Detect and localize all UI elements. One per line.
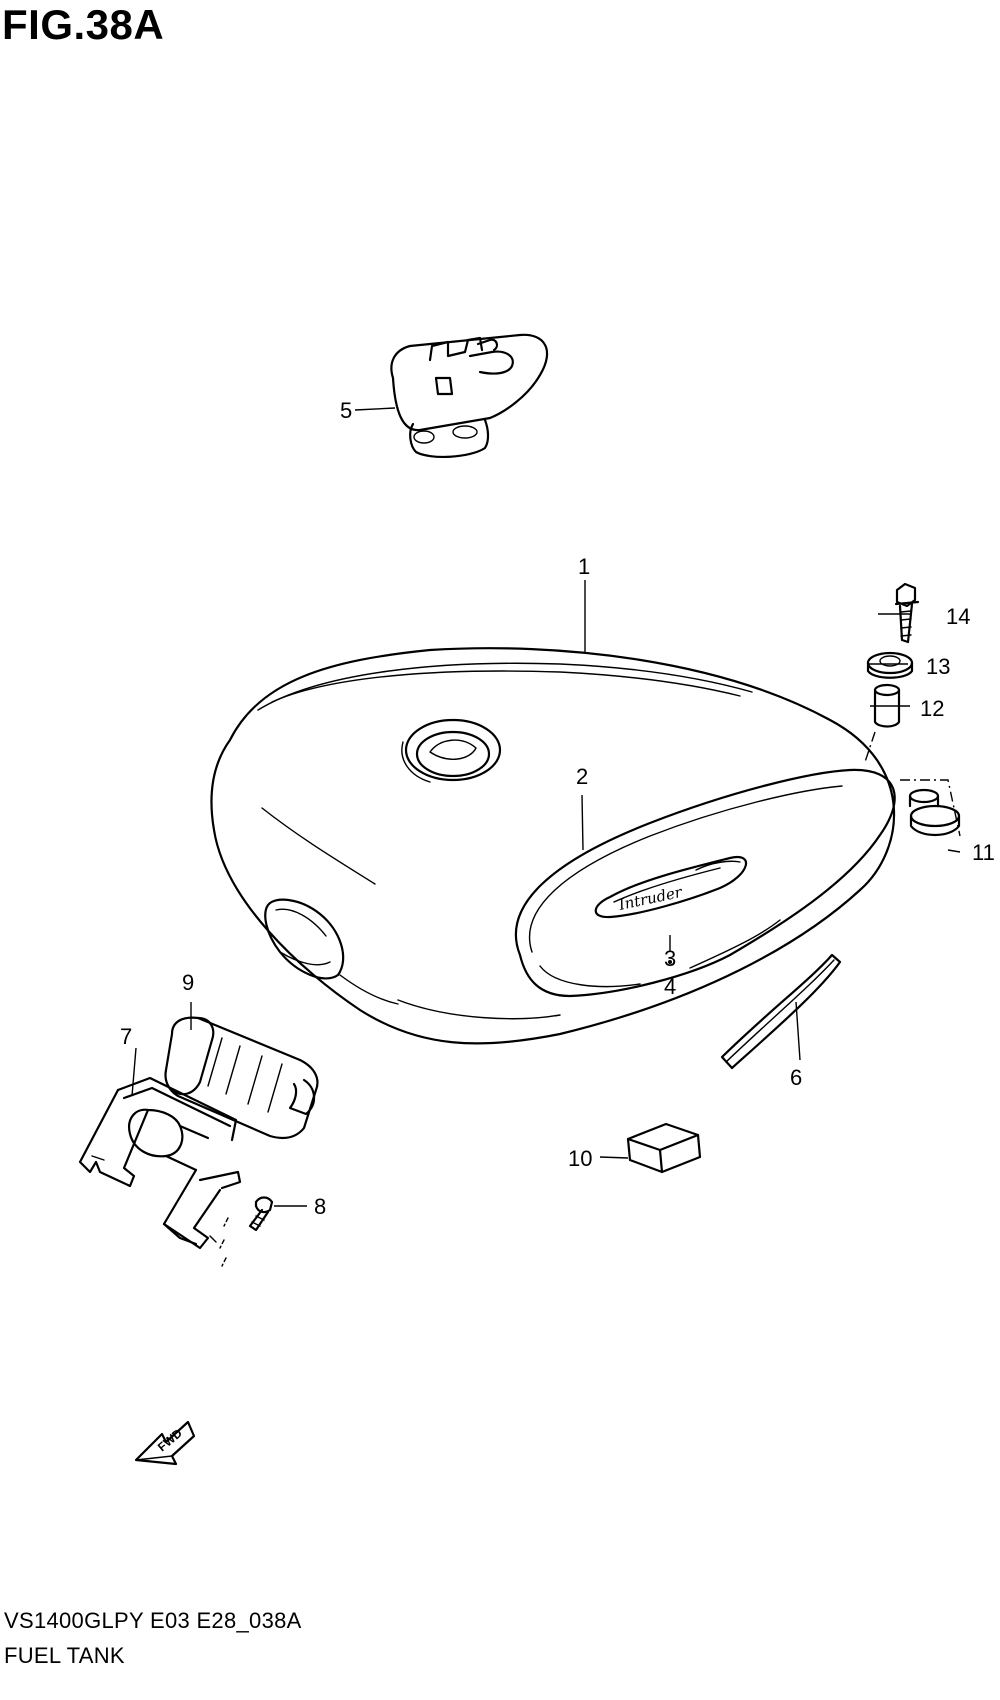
- part-2-side-panel: [514, 768, 896, 998]
- part-14-bolt: [894, 582, 920, 644]
- callout-6: 6: [790, 1065, 802, 1090]
- fwd-arrow-icon: FWD: [134, 1420, 196, 1466]
- callout-14: 14: [946, 604, 970, 629]
- model-code: VS1400GLPY E03 E28_038A: [4, 1608, 302, 1633]
- leader-lines: [131, 407, 961, 1207]
- callout-2: 2: [576, 764, 588, 789]
- figure-label: FIG.38A: [2, 1, 165, 48]
- part-6-strip: [720, 953, 842, 1070]
- part-7-bracket: [78, 1076, 242, 1267]
- section-name: FUEL TANK: [4, 1643, 125, 1668]
- part-5-fuel-cap: [390, 333, 549, 459]
- callout-10: 10: [568, 1146, 592, 1171]
- part-13-washer: [866, 651, 914, 679]
- callout-8: 8: [314, 1194, 326, 1219]
- part-8-screw: [248, 1196, 274, 1232]
- part-12-collar: [873, 683, 901, 728]
- part-3-emblem: Intruder: [594, 855, 748, 919]
- callout-4: 4: [664, 974, 676, 999]
- part-10-pad: [626, 1122, 702, 1174]
- callout-1: 1: [578, 554, 590, 579]
- callout-3: 3: [664, 946, 676, 971]
- part-11-cushion: [908, 788, 961, 837]
- callout-5: 5: [340, 398, 352, 423]
- part-9-cushion: [164, 1016, 319, 1139]
- callout-9: 9: [182, 970, 194, 995]
- callout-7: 7: [120, 1024, 132, 1049]
- callout-13: 13: [926, 654, 950, 679]
- callout-12: 12: [920, 696, 944, 721]
- callout-11: 11: [972, 840, 995, 865]
- part-1-fuel-tank: [210, 647, 896, 1045]
- callout-labels: 5 1 2 3 4 6 7 9 8 10 14 13 12 11: [120, 398, 995, 1219]
